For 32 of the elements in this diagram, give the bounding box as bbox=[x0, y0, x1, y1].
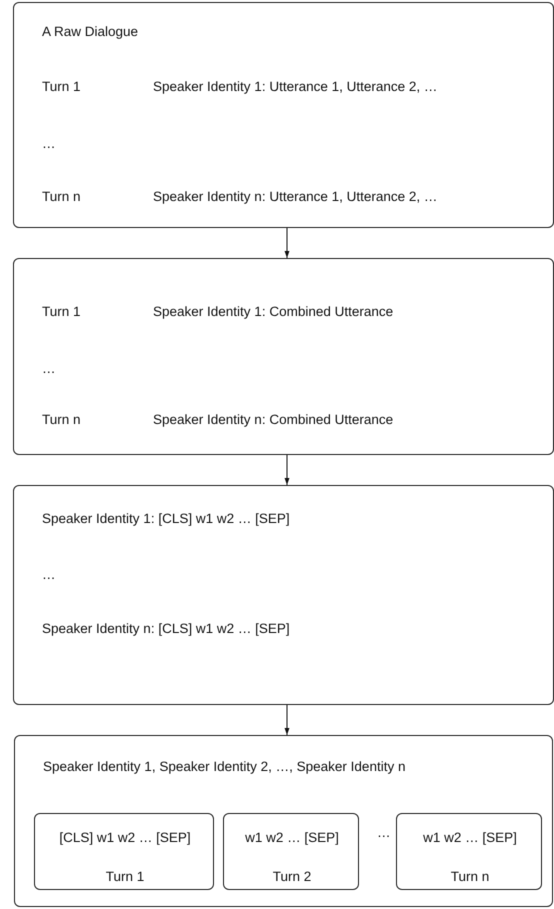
process-box bbox=[14, 735, 553, 907]
token-sequence-text: w1 w2 … [SEP] bbox=[423, 830, 517, 846]
token-sequence-text: [CLS] w1 w2 … [SEP] bbox=[59, 830, 191, 846]
turn-box bbox=[34, 813, 214, 890]
process-box bbox=[13, 258, 554, 455]
arrow bbox=[284, 228, 290, 258]
turn-box bbox=[396, 813, 542, 890]
ellipsis-text: … bbox=[42, 136, 56, 152]
arrow bbox=[284, 704, 290, 736]
token-sequence-text: w1 w2 … [SEP] bbox=[245, 830, 339, 846]
turn-label: Turn n bbox=[42, 412, 81, 428]
turn-label: Turn 1 bbox=[106, 868, 144, 886]
utterance-text: Speaker Identity 1: Utterance 1, Utterance 2, … bbox=[153, 78, 438, 96]
node-title: A Raw Dialogue bbox=[42, 24, 138, 40]
utterance-text: Speaker Identity 1: Combined Utterance bbox=[153, 304, 394, 320]
node-title: Speaker Identity 1, Speaker Identity 2, …, Speaker Identity n bbox=[43, 758, 406, 776]
arrow bbox=[284, 454, 290, 486]
utterance-text: Speaker Identity n: Combined Utterance bbox=[153, 412, 394, 428]
turn-label: Turn n bbox=[450, 868, 490, 886]
ellipsis-text: … bbox=[377, 824, 390, 842]
ellipsis-text: … bbox=[42, 360, 56, 378]
process-box bbox=[13, 485, 554, 705]
turn-box bbox=[223, 813, 359, 890]
turn-label: Turn 1 bbox=[42, 78, 81, 96]
turn-label: Turn n bbox=[42, 188, 81, 206]
ellipsis-text: … bbox=[42, 566, 56, 584]
process-box bbox=[13, 2, 554, 228]
token-sequence-text: Speaker Identity n: [CLS] w1 w2 … [SEP] bbox=[42, 620, 290, 638]
turn-label: Turn 2 bbox=[272, 868, 312, 886]
turn-label: Turn 1 bbox=[42, 304, 81, 320]
token-sequence-text: Speaker Identity 1: [CLS] w1 w2 … [SEP] bbox=[42, 510, 290, 528]
utterance-text: Speaker Identity n: Utterance 1, Utterance 2, … bbox=[153, 188, 438, 206]
